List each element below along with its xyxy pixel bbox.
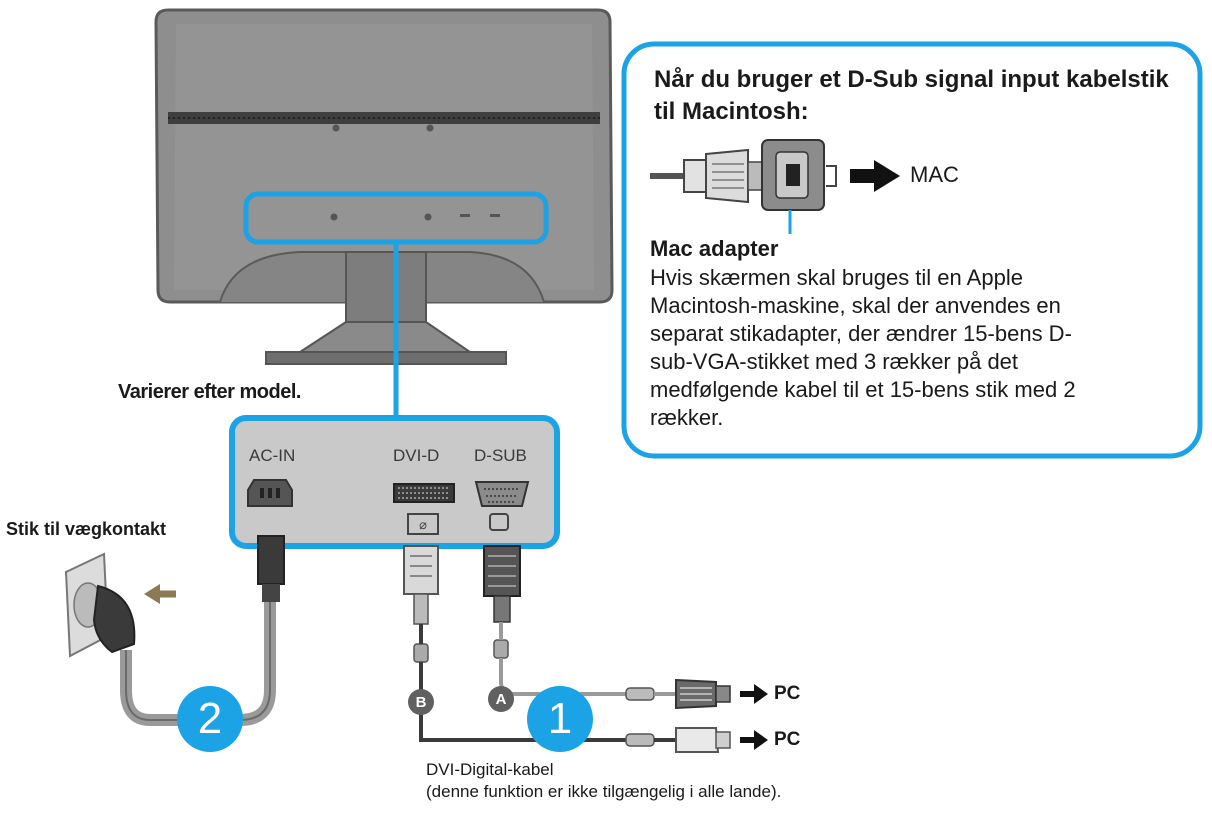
dvi-caption-line1: DVI-Digital-kabel (426, 760, 554, 779)
monitor-stand (265, 251, 507, 365)
step-2-badge: 2 (177, 686, 243, 752)
dvi-caption-line2: (denne funktion er ikke tilgængelig i al… (426, 782, 782, 801)
port-label-dvi-d: DVI-D (393, 446, 440, 465)
mac-target-label: MAC (910, 162, 959, 187)
mac-heading-line1: Når du bruger et D-Sub signal input kabe… (654, 66, 1169, 93)
mac-heading-line2: til Macintosh: (654, 98, 809, 125)
svg-text:⌀: ⌀ (419, 517, 427, 532)
port-panel: ⌀ (229, 415, 560, 549)
d-sub-cable (483, 545, 768, 710)
cable-a-badge: A (488, 686, 514, 712)
port-label-d-sub: D-SUB (474, 446, 527, 465)
wall-plug-label: Stik til vægkontakt (6, 519, 167, 539)
step-1-badge: 1 (527, 686, 593, 752)
pc-label-b: PC (774, 729, 801, 750)
mac-arrow-icon (874, 160, 900, 192)
mac-adapter-illustration (650, 139, 900, 234)
cable-b-badge: B (408, 689, 434, 715)
pc-a-arrow-icon (754, 684, 768, 704)
plug-in-arrow-icon (144, 584, 160, 604)
wall-socket (64, 552, 176, 658)
model-note: Varierer efter model. (118, 381, 301, 403)
d-sub-socket (474, 481, 530, 507)
mac-adapter-description: Hvis skærmen skal bruges til en Apple Ma… (650, 265, 1076, 430)
pc-label-a: PC (774, 683, 801, 704)
port-label-ac-in: AC-IN (249, 446, 296, 465)
mac-adapter-title: Mac adapter (650, 236, 779, 261)
pc-b-arrow-icon (754, 730, 768, 750)
